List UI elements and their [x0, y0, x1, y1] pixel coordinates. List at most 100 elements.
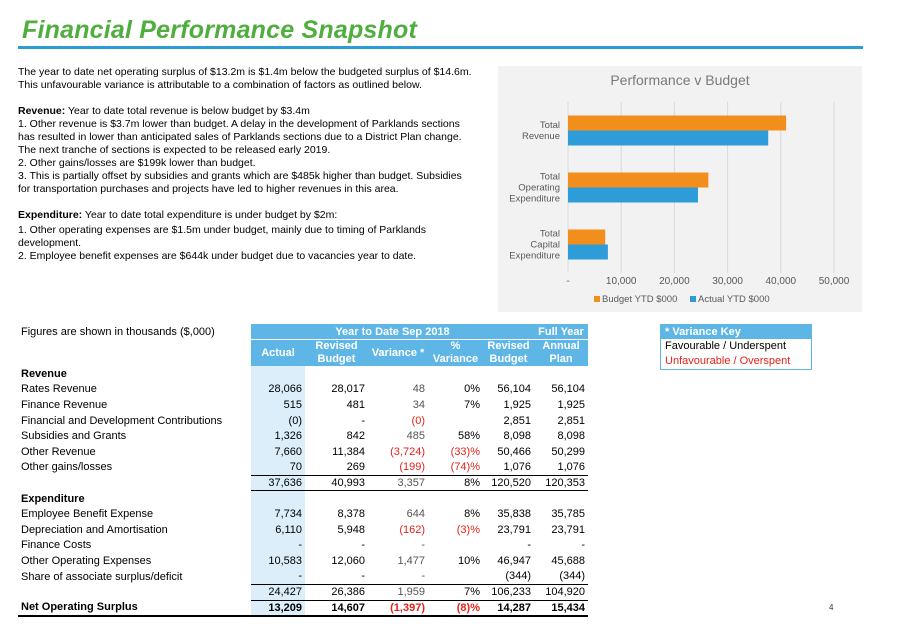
variance-key-favourable: Favourable / Underspent	[665, 340, 787, 352]
expenditure-summary-text: Year to date total expenditure is under …	[82, 209, 338, 221]
expenditure-summary: Expenditure: Year to date total expendit…	[18, 209, 496, 222]
cell-fy-budget: 46,947	[497, 555, 531, 568]
cell-variance: -	[421, 570, 425, 583]
revenue-point: has resulted in lower than anticipated s…	[18, 131, 462, 143]
cell-fy-plan: 120,353	[534, 474, 588, 492]
cell-pct-variance: (74)%	[450, 461, 480, 474]
cell-budget: 14,607	[305, 599, 368, 617]
category-label: Operating	[518, 183, 560, 194]
cell-variance: 1,477	[397, 555, 425, 568]
cell-fy-plan: 35,785	[551, 508, 585, 521]
cell-fy-budget: 14,287	[483, 599, 534, 617]
page-number: 4	[829, 603, 834, 612]
cell-fy-budget: 1,076	[503, 461, 531, 474]
row-label: Other Revenue	[21, 445, 96, 458]
x-tick-label: 20,000	[659, 276, 690, 287]
cell-budget: 8,378	[337, 508, 365, 521]
cell-fy-budget: 8,098	[503, 430, 531, 443]
cell-variance: -	[421, 539, 425, 552]
chart-title: Performance v Budget	[610, 72, 749, 88]
cell-pct-variance	[428, 538, 483, 554]
cell-budget: 842	[346, 430, 365, 443]
cell-variance: 48	[412, 383, 425, 396]
cell-variance: (199)	[399, 461, 425, 474]
expenditure-point: 2. Employee benefit expenses are $644k u…	[18, 250, 417, 262]
cell-actual: 7,734	[251, 506, 305, 523]
row-label: Other gains/losses	[21, 461, 113, 474]
cell-actual: 1,326	[251, 428, 305, 445]
cell-variance: 34	[412, 399, 425, 412]
bar-actual	[568, 244, 608, 260]
cell-fy-plan: 15,434	[534, 599, 588, 617]
bar-budget	[568, 172, 709, 188]
cell-pct-variance: (3)%	[456, 523, 480, 536]
x-tick-label: 40,000	[766, 276, 797, 287]
revenue-section-heading-label: Revenue	[21, 367, 67, 380]
cell-variance: 3,357	[368, 474, 428, 492]
row-label: Other Operating Expenses	[21, 555, 152, 568]
category-label: Expenditure	[509, 251, 560, 262]
row-label: Depreciation and Amortisation	[21, 523, 168, 536]
row-label: Finance Costs	[21, 539, 92, 552]
row-label	[18, 584, 251, 600]
cell-actual: -	[251, 568, 305, 585]
cell-budget: 12,060	[331, 555, 365, 568]
col-actual: Actual	[251, 339, 305, 367]
legend-label: Actual YTD $000	[698, 294, 770, 305]
cell-actual: 24,427	[251, 583, 305, 601]
revenue-summary-text: Year to date total revenue is below budg…	[65, 105, 310, 117]
variance-key: * Variance Key Favourable / Underspent U…	[660, 324, 812, 370]
category-label: Total	[540, 172, 560, 183]
x-tick-label: 50,000	[819, 276, 850, 287]
x-tick-label: 10,000	[606, 276, 637, 287]
cell-actual: 515	[251, 397, 305, 413]
cell-actual: 28,066	[251, 381, 305, 398]
table-caption: Figures are shown in thousands ($,000)	[21, 325, 215, 338]
cell-pct-variance	[428, 569, 483, 585]
row-label: Share of associate surplus/deficit	[21, 570, 183, 583]
revenue-point: 1. Other revenue is $3.7m lower than bud…	[18, 118, 460, 130]
revenue-point: 3. This is partially offset by subsidies…	[18, 170, 462, 182]
cell-fy-budget: 106,233	[483, 583, 534, 601]
col-pct-variance: %Variance	[428, 339, 483, 367]
revenue-point: for transportation purchases and project…	[18, 183, 399, 195]
cell-actual: 7,660	[251, 444, 305, 460]
page-title: Financial Performance Snapshot	[22, 16, 417, 44]
variance-key-unfavourable: Unfavourable / Overspent	[665, 355, 791, 367]
legend-label: Budget YTD $000	[602, 294, 677, 305]
cell-budget: 5,948	[337, 523, 365, 536]
category-label: Total	[540, 229, 560, 240]
row-label: Rates Revenue	[21, 383, 97, 396]
cell-variance: 1,959	[368, 583, 428, 601]
cell-fy-plan: 1,076	[557, 461, 585, 474]
category-label: Expenditure	[509, 194, 560, 205]
cell-variance: 485	[406, 430, 425, 443]
cell-variance: (1,397)	[368, 599, 428, 617]
cell-variance: 644	[406, 508, 425, 521]
cell-actual: (0)	[251, 412, 305, 429]
cell-pct-variance: 8%	[464, 508, 480, 521]
cell-budget: 481	[346, 399, 365, 412]
category-label: Total	[540, 120, 560, 131]
row-label: Financial and Development Contributions	[21, 414, 223, 427]
cell-budget: -	[361, 414, 365, 427]
cell-fy-budget: 2,851	[503, 414, 531, 427]
revenue-point: 2. Other gains/losses are $199k lower th…	[18, 157, 256, 169]
cell-budget: 28,017	[331, 383, 365, 396]
cell-budget: 11,384	[332, 445, 365, 458]
cell-budget: -	[361, 539, 365, 552]
cell-budget: -	[361, 570, 365, 583]
cell-fy-budget: (344)	[505, 570, 531, 583]
x-tick-label: 30,000	[712, 276, 743, 287]
expenditure-point: development.	[18, 237, 82, 249]
cell-actual: 37,636	[251, 474, 305, 492]
cell-fy-plan: 23,791	[551, 523, 585, 536]
bar-budget	[568, 229, 606, 245]
cell-fy-plan: 104,920	[534, 583, 588, 601]
ytd-group-header: Year to Date Sep 2018	[251, 324, 534, 341]
